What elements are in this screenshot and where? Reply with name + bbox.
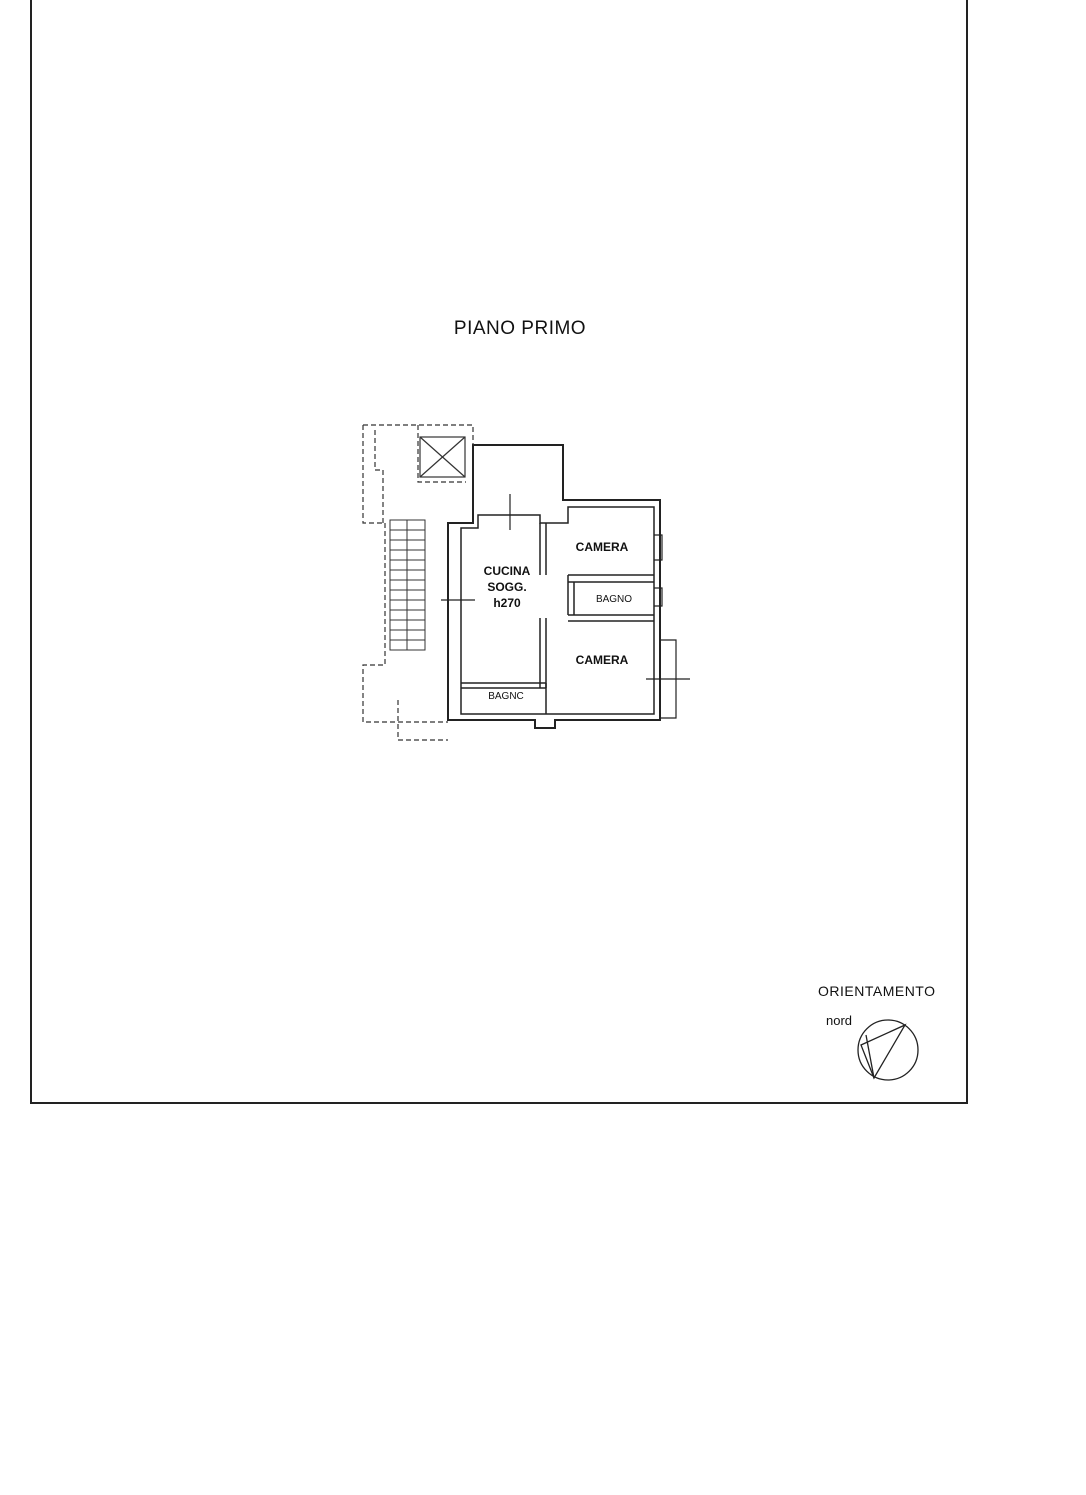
floor-title: PIANO PRIMO (453, 318, 587, 339)
kitchen-label: CUCINA (483, 564, 531, 578)
kitchen-height: h270 (493, 596, 521, 610)
bathroom-right-wall (567, 574, 654, 622)
partition-wall (539, 523, 547, 688)
room-bathroom-bottom: BAGNC (488, 691, 524, 702)
north-label: nord (826, 1013, 853, 1028)
bathroom-bottom-wall (461, 682, 547, 714)
room-kitchen: CUCINA SOGG. h270 (478, 563, 536, 611)
outer-wall (447, 444, 661, 729)
room-bedroom-top: CAMERA (575, 540, 629, 554)
north-compass-icon (857, 1019, 919, 1081)
room-bedroom-bottom: CAMERA (575, 653, 629, 667)
inner-wall (460, 506, 655, 715)
stairwell (362, 424, 474, 741)
window-marks (646, 534, 690, 719)
drawing-frame (30, 0, 968, 1104)
kitchen-door (441, 590, 475, 612)
orientation-label: ORIENTAMENTO (818, 983, 936, 999)
lift-shaft (419, 436, 466, 478)
kitchen-label-2: SOGG. (487, 580, 527, 594)
stair-treads (389, 519, 426, 651)
room-bathroom-right: BAGNO (595, 594, 633, 605)
